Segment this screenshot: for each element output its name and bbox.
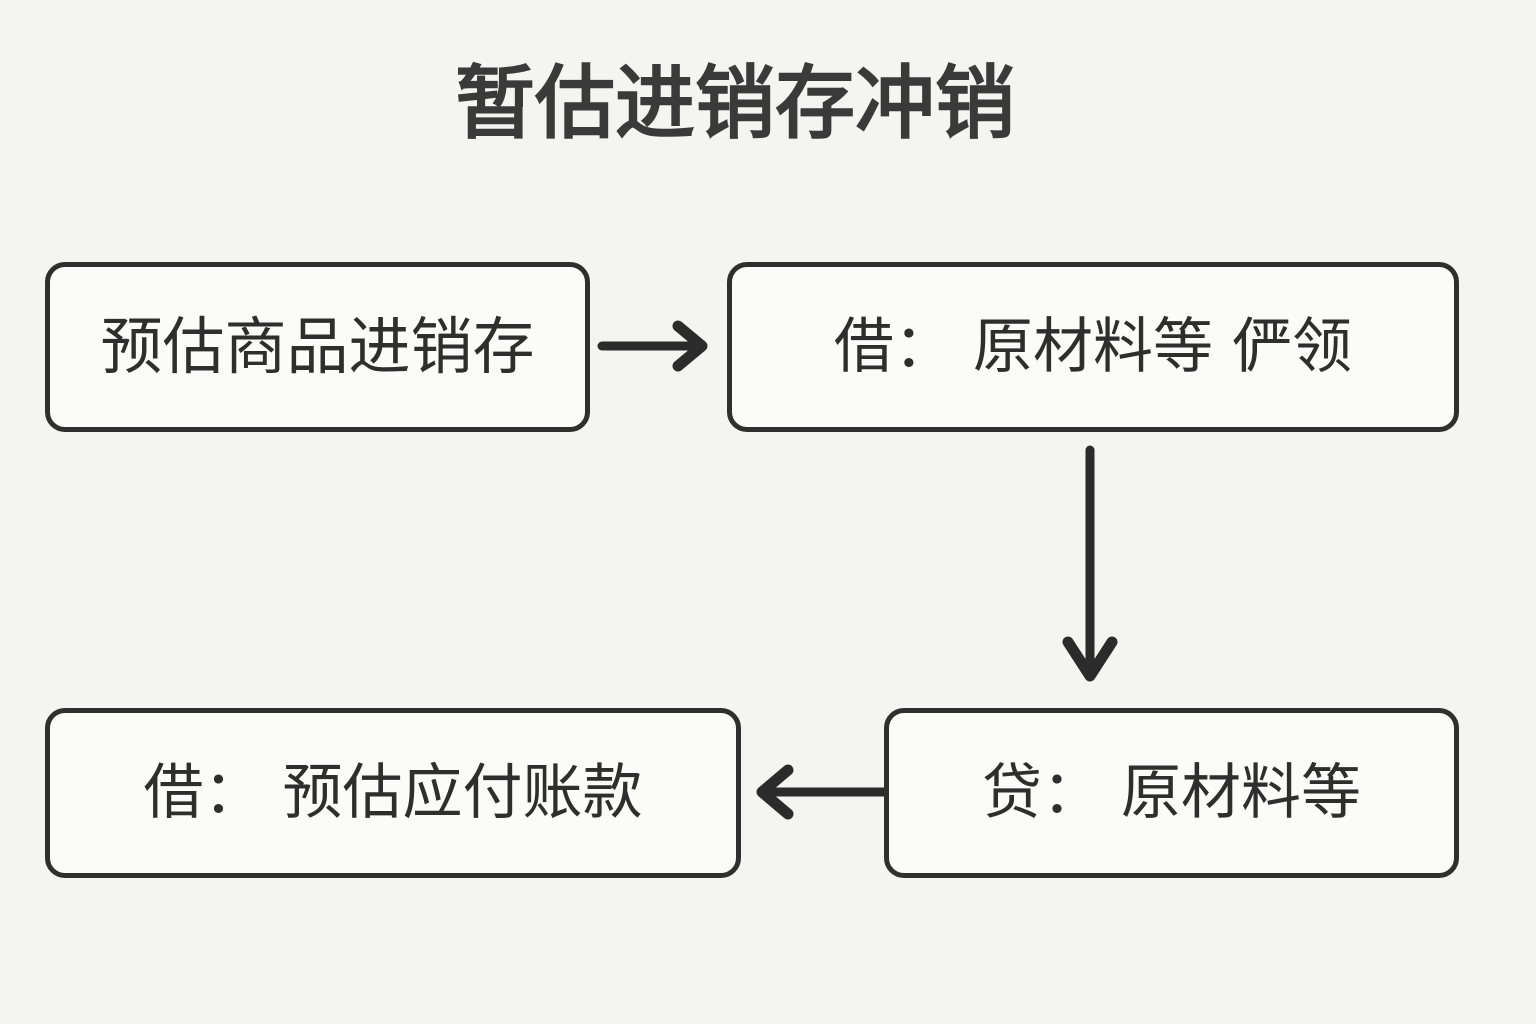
node-debit-materials: 借： 原材料等 俨领	[727, 262, 1459, 432]
node-estimate-inventory: 预估商品进销存	[45, 262, 590, 432]
node-debit-payable: 借： 预估应付账款	[45, 708, 741, 878]
node-debit-payable-label: 借： 预估应付账款	[143, 758, 643, 828]
node-credit-materials-label: 贷： 原材料等	[981, 758, 1362, 828]
arrow-credit-to-payable-icon	[750, 762, 890, 822]
arrow-debit-to-credit-icon	[1055, 444, 1125, 686]
node-credit-materials: 贷： 原材料等	[884, 708, 1459, 878]
node-debit-materials-label: 借： 原材料等 俨领	[833, 312, 1353, 382]
page-title: 暂估进销存冲销	[455, 57, 1015, 150]
node-estimate-inventory-label: 预估商品进销存	[100, 310, 535, 383]
arrow-estimate-to-debit-icon	[596, 316, 716, 376]
